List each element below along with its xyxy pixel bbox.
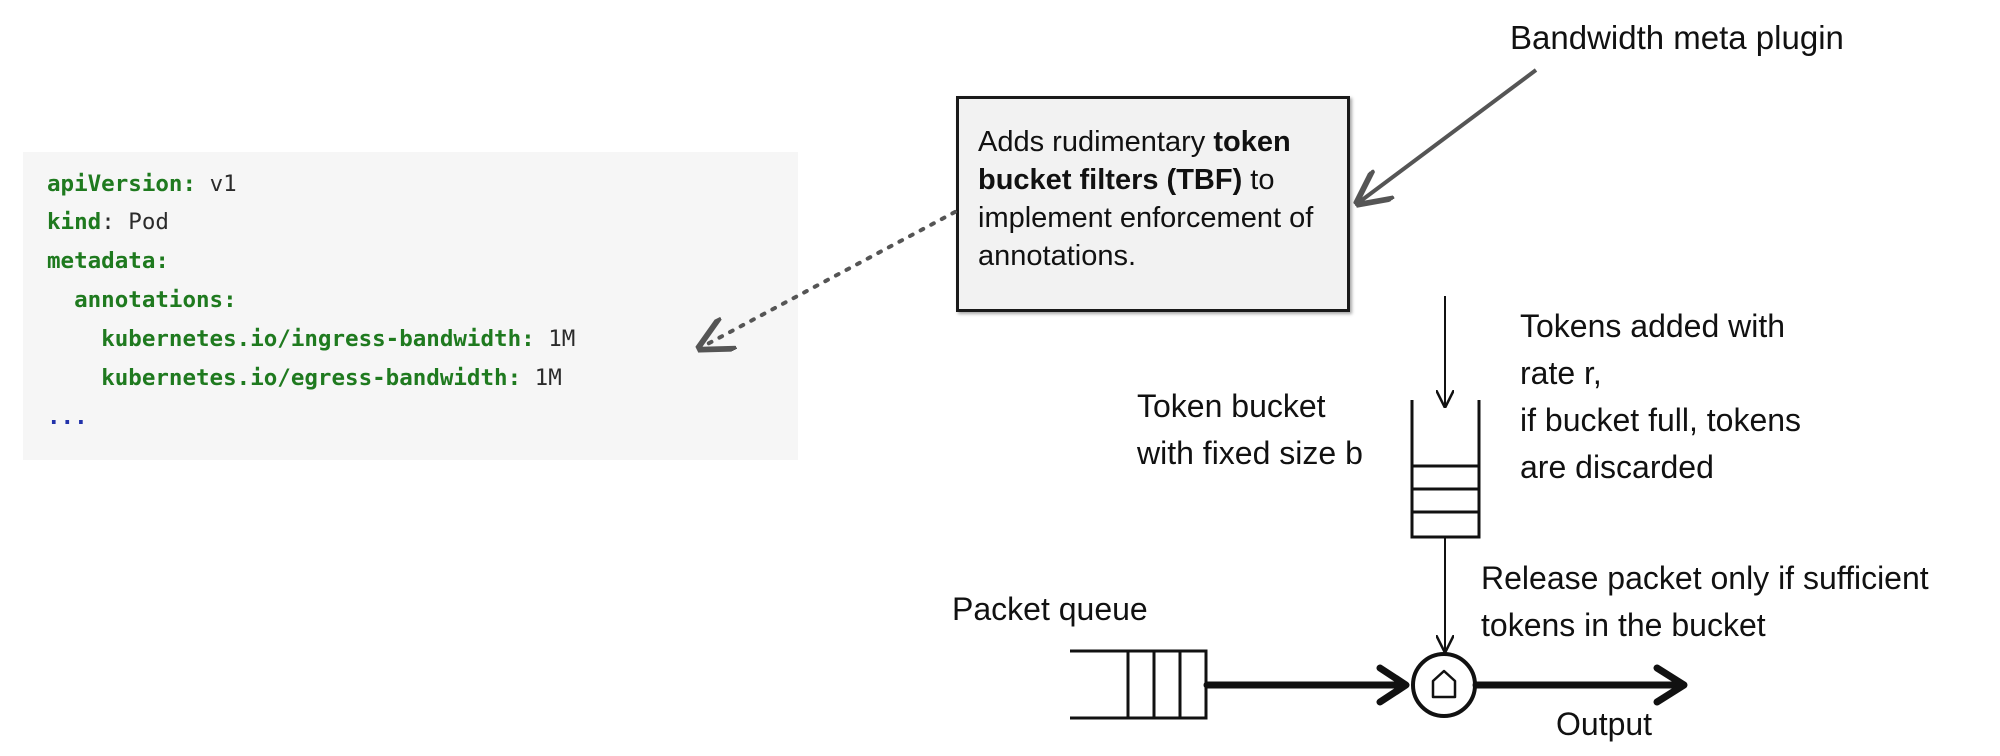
annotation-dotted-arrow xyxy=(700,210,957,348)
output-arrow xyxy=(1472,664,1688,706)
tbf-callout-box: Adds rudimentary token bucket filters (T… xyxy=(956,96,1350,312)
plugin-label: Bandwidth meta plugin xyxy=(1510,19,1844,56)
code-line-metadata: metadata: xyxy=(47,248,169,274)
token-bucket-icon xyxy=(1410,400,1481,539)
release-gate-icon xyxy=(1411,652,1477,718)
code-line-egress-bandwidth: kubernetes.io/egress-bandwidth: 1M xyxy=(101,365,562,391)
tokens-note: Tokens added with rate r, if bucket full… xyxy=(1520,308,1802,485)
packet-queue-icon xyxy=(1070,649,1208,720)
pod-yaml-code-block: apiVersion: v1 kind: Pod metadata: annot… xyxy=(23,152,798,460)
packet-queue-label: Packet queue xyxy=(952,591,1148,627)
queue-to-gate-arrow xyxy=(1203,664,1410,706)
code-line-ingress-bandwidth: kubernetes.io/ingress-bandwidth: 1M xyxy=(101,326,576,352)
plugin-pointer-arrow xyxy=(1358,68,1538,203)
output-label: Output xyxy=(1556,706,1653,742)
tbf-callout-text: Adds rudimentary token bucket filters (T… xyxy=(978,126,1314,272)
code-ellipsis: ... xyxy=(47,404,88,430)
release-note: Release packet only if sufficient tokens… xyxy=(1481,560,1929,643)
code-line-kind: kind: Pod xyxy=(47,209,169,235)
code-line-api-version: apiVersion: v1 xyxy=(47,171,237,197)
code-line-annotations: annotations: xyxy=(74,287,237,313)
token-bucket-label: Token bucket with fixed size b xyxy=(1137,388,1363,471)
